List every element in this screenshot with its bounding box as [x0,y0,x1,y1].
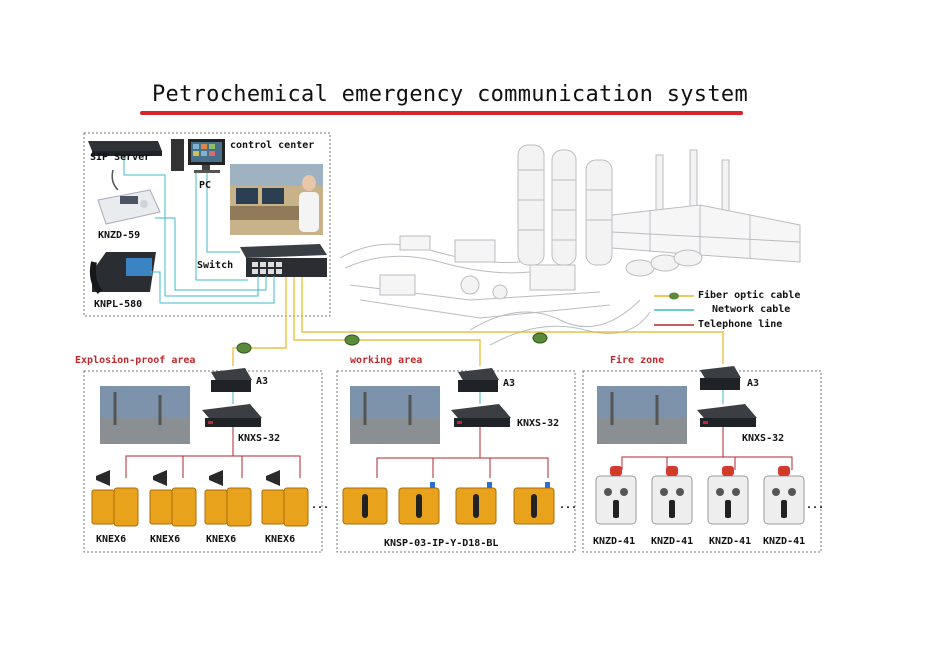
sip-server-device [88,141,162,156]
zone1-more: ... [311,500,330,511]
zone2-device-label: KNSP-03-IP-Y-D18-BL [384,538,499,549]
knpl580-device [89,252,156,294]
fiber-connectors [236,332,548,354]
zone3-more: ... [806,500,825,511]
zone2-a3-label: A3 [503,378,516,389]
zone-3-devices [595,366,805,525]
title-underline [140,111,743,115]
zone-1-devices [91,368,309,527]
zone2-switch-label: KNXS-32 [517,418,560,429]
pc-device [171,139,225,173]
switch-device [240,244,327,277]
zone1-device-label: KNEX6 [206,534,237,545]
legend-lines [654,292,694,326]
zone2-more: ... [559,500,578,511]
zone1-device-label: KNEX6 [265,534,296,545]
zone-2-devices [342,368,555,525]
zone1-device-label: KNEX6 [96,534,127,545]
zone1-a3-label: A3 [256,376,269,387]
zone3-device-label: KNZD-41 [651,536,694,547]
zone1-switch-label: KNXS-32 [238,433,281,444]
zone-title-working: working area [350,355,423,366]
pc-label: PC [199,180,212,191]
zone3-switch-label: KNXS-32 [742,433,785,444]
zone-title-fire: Fire zone [610,355,665,366]
legend-network: Network cable [712,304,791,315]
knpl580-label: KNPL-580 [94,299,143,310]
legend-telephone: Telephone line [698,319,783,330]
zone-title-explosion: Explosion-proof area [75,355,196,366]
legend-fiber: Fiber optic cable [698,290,801,301]
switch-label: Switch [197,260,234,271]
page-title: Petrochemical emergency communication sy… [152,82,748,107]
zone3-a3-label: A3 [747,378,760,389]
sip-server-label: SIP Server [90,152,151,163]
control-center-label: control center [230,140,315,151]
zone3-device-label: KNZD-41 [709,536,752,547]
zone-box-working [336,370,576,553]
zone1-device-label: KNEX6 [150,534,181,545]
knzd59-device [97,169,161,225]
zone-box-fire [582,370,822,553]
knzd59-label: KNZD-59 [98,230,141,241]
zone3-device-label: KNZD-41 [593,536,636,547]
network-cables-control [123,156,275,304]
fiber-cables [232,277,724,366]
control-center-box [83,132,331,317]
control-center-photo [230,164,323,235]
zone3-device-label: KNZD-41 [763,536,806,547]
zone-box-explosion [83,370,323,553]
plant-illustration [339,144,801,346]
